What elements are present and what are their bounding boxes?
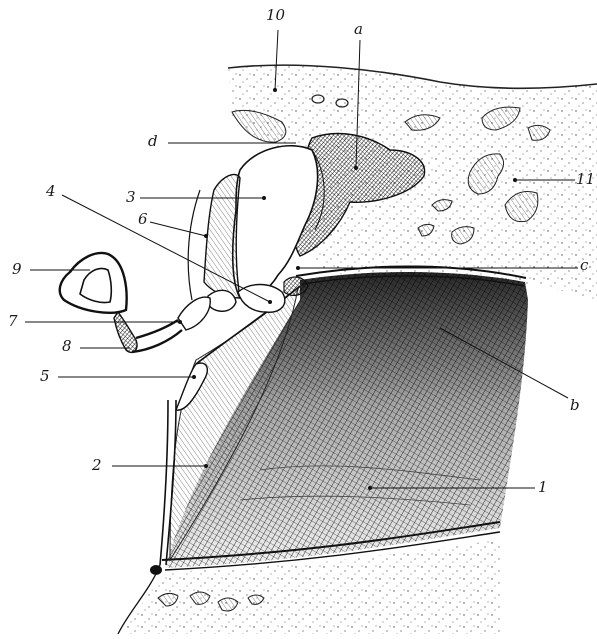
label-d: d: [148, 134, 158, 149]
region-6: [188, 174, 240, 300]
leader-6: [150, 222, 206, 236]
label-10: 10: [266, 8, 285, 23]
label-2: 2: [92, 458, 102, 473]
structure-9: [60, 253, 127, 313]
label-6: 6: [138, 212, 148, 227]
label-1: 1: [538, 480, 548, 495]
label-b: b: [570, 398, 580, 413]
label-8: 8: [62, 339, 72, 354]
label-7: 7: [8, 314, 18, 329]
label-5: 5: [40, 369, 50, 384]
label-c: c: [580, 258, 588, 273]
label-4: 4: [46, 184, 56, 199]
structure-8: [114, 312, 182, 352]
label-11: 11: [576, 172, 595, 187]
label-a: a: [354, 22, 363, 37]
structure-7: [178, 297, 210, 330]
label-3: 3: [126, 190, 136, 205]
label-9: 9: [12, 262, 22, 277]
